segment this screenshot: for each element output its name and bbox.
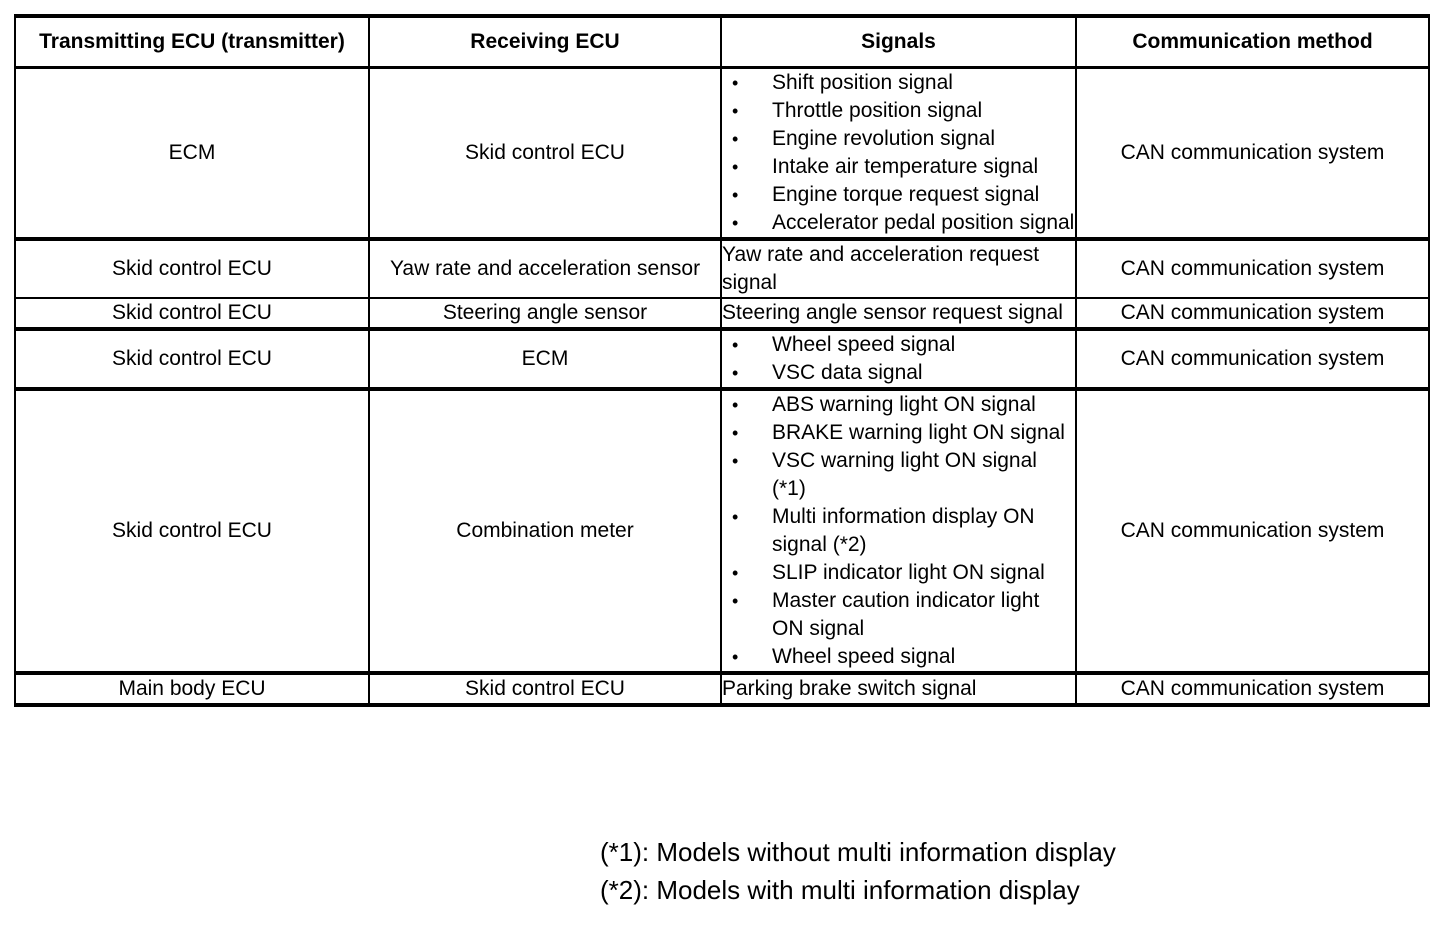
cell-transmitting-ecu: Skid control ECU (14, 327, 370, 390)
signal-label: Shift position signal (772, 71, 953, 94)
signal-list-item: • Intake air temperature signal (722, 153, 1075, 181)
signal-label: Engine torque request signal (772, 183, 1040, 206)
cell-receiving-ecu: ECM (368, 327, 722, 390)
bullet-icon: • (732, 647, 739, 667)
signal-label: VSC warning light ON signal (*1) (772, 449, 1037, 500)
signal-label: Yaw rate and acceleration request signal (722, 243, 1040, 294)
signal-list-item: • Master caution indicator light ON signa… (722, 587, 1075, 643)
signal-list-item: • Wheel speed signal (722, 643, 1075, 671)
bullet-icon: • (732, 213, 739, 233)
signal-list-item: • Accelerator pedal position signal (722, 209, 1075, 237)
bullet-icon: • (732, 591, 739, 611)
footnote-2: (*2): Models with multi information disp… (600, 875, 1080, 905)
cell-signals: Parking brake switch signal (720, 671, 1077, 707)
signal-list: • Shift position signal • Throttle position… (722, 69, 1075, 237)
table-header-row: Transmitting ECU (transmitter) Receiving… (14, 14, 1430, 69)
cell-transmitting-ecu: Skid control ECU (14, 297, 370, 330)
communication-table: Transmitting ECU (transmitter) Receiving… (14, 14, 1430, 707)
bullet-icon: • (732, 335, 739, 355)
signal-list-item: • Multi information display ON signal (*2… (722, 503, 1075, 559)
footnotes-block: (*1): Models without multi information d… (600, 833, 1400, 909)
signal-list-item: • VSC warning light ON signal (*1) (722, 447, 1075, 503)
signal-label: Steering angle sensor request signal (722, 301, 1063, 324)
cell-receiving-ecu: Combination meter (368, 387, 722, 674)
signal-list: • Wheel speed signal • VSC data signal (722, 331, 1075, 387)
bullet-icon: • (732, 423, 739, 443)
cell-transmitting-ecu: Main body ECU (14, 671, 370, 707)
bullet-icon: • (732, 507, 739, 527)
table-header: Transmitting ECU (transmitter) Receiving… (14, 14, 1430, 69)
cell-transmitting-ecu: Skid control ECU (14, 387, 370, 674)
cell-signals: • ABS warning light ON signal • BRAKE warni… (720, 387, 1077, 674)
bullet-icon: • (732, 101, 739, 121)
cell-signals: Yaw rate and acceleration request signal (720, 237, 1077, 299)
bullet-icon: • (732, 129, 739, 149)
signal-label: Parking brake switch signal (722, 677, 977, 700)
cell-communication-method: CAN communication system (1075, 297, 1430, 330)
cell-signals: Steering angle sensor request signal (720, 297, 1077, 330)
column-header-transmitting-ecu: Transmitting ECU (transmitter) (14, 14, 370, 69)
footnote-1: (*1): Models without multi information d… (600, 837, 1116, 867)
cell-transmitting-ecu: Skid control ECU (14, 237, 370, 299)
cell-communication-method: CAN communication system (1075, 671, 1430, 707)
signal-label: Wheel speed signal (772, 333, 956, 356)
cell-signals: • Shift position signal • Throttle position… (720, 66, 1077, 240)
cell-communication-method: CAN communication system (1075, 327, 1430, 390)
bullet-icon: • (732, 363, 739, 383)
signal-list-item: • Throttle position signal (722, 97, 1075, 125)
signal-list-item: • Engine revolution signal (722, 125, 1075, 153)
cell-receiving-ecu: Skid control ECU (368, 66, 722, 240)
column-header-signals: Signals (720, 14, 1077, 69)
cell-receiving-ecu: Skid control ECU (368, 671, 722, 707)
bullet-icon: • (732, 563, 739, 583)
signal-label: Engine revolution signal (772, 127, 995, 150)
cell-receiving-ecu: Yaw rate and acceleration sensor (368, 237, 722, 299)
signal-list-item: • Wheel speed signal (722, 331, 1075, 359)
cell-receiving-ecu: Steering angle sensor (368, 297, 722, 330)
signal-label: SLIP indicator light ON signal (772, 561, 1045, 584)
bullet-icon: • (732, 185, 739, 205)
bullet-icon: • (732, 451, 739, 471)
signal-list-item: • Shift position signal (722, 69, 1075, 97)
signal-label: Throttle position signal (772, 99, 983, 122)
signal-list: • ABS warning light ON signal • BRAKE warni… (722, 391, 1075, 671)
cell-communication-method: CAN communication system (1075, 237, 1430, 299)
signal-list-item: • ABS warning light ON signal (722, 391, 1075, 419)
signal-label: Wheel speed signal (772, 645, 956, 668)
signal-list-item: • BRAKE warning light ON signal (722, 419, 1075, 447)
signal-label: Master caution indicator light ON signal (772, 589, 1040, 640)
column-header-communication-method: Communication method (1075, 14, 1430, 69)
bullet-icon: • (732, 73, 739, 93)
cell-communication-method: CAN communication system (1075, 387, 1430, 674)
signal-list-item: • SLIP indicator light ON signal (722, 559, 1075, 587)
cell-communication-method: CAN communication system (1075, 66, 1430, 240)
signal-label: Multi information display ON signal (*2) (772, 505, 1035, 556)
signal-label: BRAKE warning light ON signal (772, 421, 1065, 444)
bullet-icon: • (732, 395, 739, 415)
signal-list-item: • Engine torque request signal (722, 181, 1075, 209)
signal-list-item: • VSC data signal (722, 359, 1075, 387)
cell-transmitting-ecu: ECM (14, 66, 370, 240)
signal-label: Accelerator pedal position signal (772, 211, 1075, 234)
signal-label: VSC data signal (772, 361, 923, 384)
cell-signals: • Wheel speed signal • VSC data signal (720, 327, 1077, 390)
bullet-icon: • (732, 157, 739, 177)
column-header-receiving-ecu: Receiving ECU (368, 14, 722, 69)
signal-label: Intake air temperature signal (772, 155, 1039, 178)
signal-label: ABS warning light ON signal (772, 393, 1036, 416)
